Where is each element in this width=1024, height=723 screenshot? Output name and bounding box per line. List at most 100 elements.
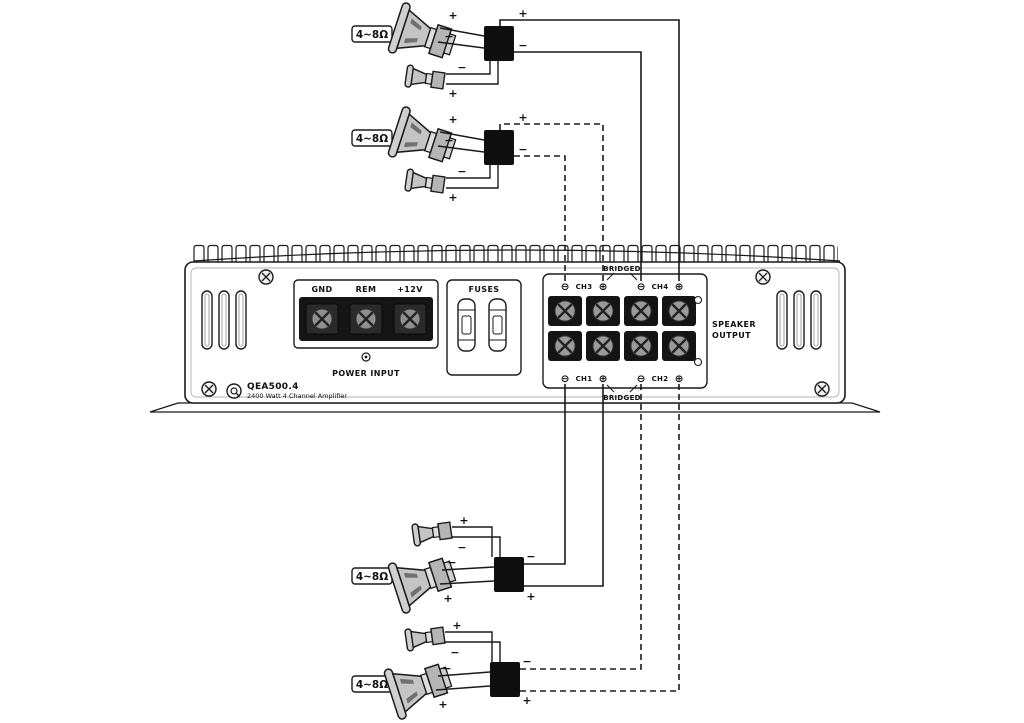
tweeter-minus-sign: − <box>457 165 466 178</box>
wire-speaker1-plus <box>499 19 680 281</box>
woofer-minus-sign: − <box>444 30 453 43</box>
speaker-output-title-line1: SPEAKER <box>712 320 756 329</box>
woofer-minus-sign: − <box>444 134 453 147</box>
speaker-wires <box>499 19 680 692</box>
model-subtitle: 2400 Watt 4 Channel Amplifier <box>247 392 347 400</box>
terminal-ch4-minus <box>622 294 660 328</box>
terminal-symbol-ch2-plus: ⊕ <box>675 373 684 385</box>
impedance-badge <box>351 129 393 147</box>
woofer-plus-sign: + <box>438 698 447 711</box>
terminal-ch2-plus <box>660 329 698 363</box>
impedance-label: 4~8Ω <box>356 29 388 41</box>
brand-logo-inner <box>230 387 238 395</box>
terminal-ch1-minus <box>546 329 584 363</box>
panel-hole <box>693 295 703 305</box>
screw-icon <box>201 381 217 397</box>
crossover-box <box>484 130 514 165</box>
wire-speaker3-minus <box>524 384 566 565</box>
terminal-ch3-plus <box>584 294 622 328</box>
speaker-output-section: BRIDGED ⊖ CH3 ⊕ ⊖ CH4 ⊕ ⊖ CH1 ⊕ ⊖ CH2 <box>542 265 756 402</box>
power-terminal-label-gnd: GND <box>311 285 332 294</box>
fuse-holder-icon <box>457 298 476 352</box>
tweeter-plus-sign: + <box>452 619 461 632</box>
power-terminal-label-rem: REM <box>356 285 377 294</box>
channel-label-ch1: CH1 <box>576 375 593 383</box>
internal-wires <box>437 27 499 85</box>
woofer-plus-sign: + <box>448 9 457 22</box>
terminal-ch4-plus <box>660 294 698 328</box>
impedance-label: 4~8Ω <box>356 133 388 145</box>
bridged-label-bottom: BRIDGED <box>603 394 641 402</box>
model-label: QEA500.4 <box>247 382 299 392</box>
screw-icon <box>258 269 274 285</box>
speaker-system-1: 4~8Ω + − − + + − <box>351 1 528 100</box>
wire-speaker4-minus <box>520 384 642 670</box>
channel-label-ch3: CH3 <box>576 283 593 291</box>
bridged-ticks-top <box>606 272 638 281</box>
vents-left <box>201 290 247 350</box>
terminal-ch3-minus <box>546 294 584 328</box>
terminal-symbol-ch4-minus: ⊖ <box>637 281 646 293</box>
speaker-output-title-line2: OUTPUT <box>712 331 751 340</box>
crossover-minus-sign: − <box>522 655 531 668</box>
crossover-box <box>484 26 514 61</box>
amplifier: GND REM +12V POWER INPUT FUSES BRIDGED ⊖… <box>149 243 881 413</box>
tweeter-minus-sign: − <box>457 61 466 74</box>
terminal-symbol-ch3-minus: ⊖ <box>561 281 570 293</box>
tweeter-plus-sign: + <box>459 514 468 527</box>
power-input-title: POWER INPUT <box>332 369 400 378</box>
heatsink-curve <box>193 249 841 262</box>
impedance-badge <box>351 25 393 43</box>
amp-base <box>149 402 881 413</box>
woofer-minus-sign: − <box>447 556 456 569</box>
crossover-box <box>490 662 520 697</box>
vents-right <box>776 290 822 350</box>
crossover-plus-sign: + <box>522 694 531 707</box>
woofer-plus-sign: + <box>448 113 457 126</box>
tweeter-minus-sign: − <box>450 646 459 659</box>
wire-speaker2-plus <box>499 123 604 281</box>
internal-wires <box>437 131 499 189</box>
channel-label-ch2: CH2 <box>652 375 669 383</box>
tweeter-icon <box>404 168 447 197</box>
speaker-system-2: 4~8Ω + − − + + − <box>351 105 528 204</box>
wire-speaker2-minus <box>514 155 566 281</box>
speaker-system-3: 4~8Ω + − − + − + <box>351 514 536 615</box>
internal-wires <box>435 631 501 691</box>
tweeter-plus-sign: + <box>448 191 457 204</box>
tweeter-icon <box>404 623 447 652</box>
impedance-label: 4~8Ω <box>356 571 388 583</box>
panel-hole <box>693 357 703 367</box>
impedance-label: 4~8Ω <box>356 679 388 691</box>
internal-wires <box>439 526 501 585</box>
wire-speaker1-minus <box>514 51 642 281</box>
tweeter-icon <box>404 64 447 93</box>
screw-icon <box>755 269 771 285</box>
terminal-symbol-ch2-minus: ⊖ <box>637 373 646 385</box>
fuses-section: FUSES <box>446 279 522 376</box>
power-set-hole-dot <box>364 355 368 359</box>
crossover-minus-sign: − <box>526 550 535 563</box>
brand-logo-tail <box>236 393 240 397</box>
power-terminal-12v <box>392 302 428 336</box>
woofer-minus-sign: − <box>442 662 451 675</box>
bridged-ticks-bottom <box>606 384 638 393</box>
power-terminal-gnd <box>304 302 340 336</box>
tweeter-icon <box>411 518 454 547</box>
terminal-ch2-minus <box>622 329 660 363</box>
crossover-plus-sign: + <box>518 111 527 124</box>
speaker-system-4: 4~8Ω + − − + − + <box>351 619 532 721</box>
crossover-minus-sign: − <box>518 143 527 156</box>
tweeter-plus-sign: + <box>448 87 457 100</box>
bridged-label-top: BRIDGED <box>603 265 641 273</box>
channel-label-ch4: CH4 <box>652 283 669 291</box>
fuse-holder-icon <box>488 298 507 352</box>
wire-speaker4-plus <box>520 384 680 692</box>
terminal-ch1-plus <box>584 329 622 363</box>
power-input-section: GND REM +12V POWER INPUT <box>293 279 439 378</box>
power-terminal-label-12v: +12V <box>397 285 423 294</box>
crossover-plus-sign: + <box>526 590 535 603</box>
fuses-title: FUSES <box>469 285 500 294</box>
crossover-box <box>494 557 524 592</box>
